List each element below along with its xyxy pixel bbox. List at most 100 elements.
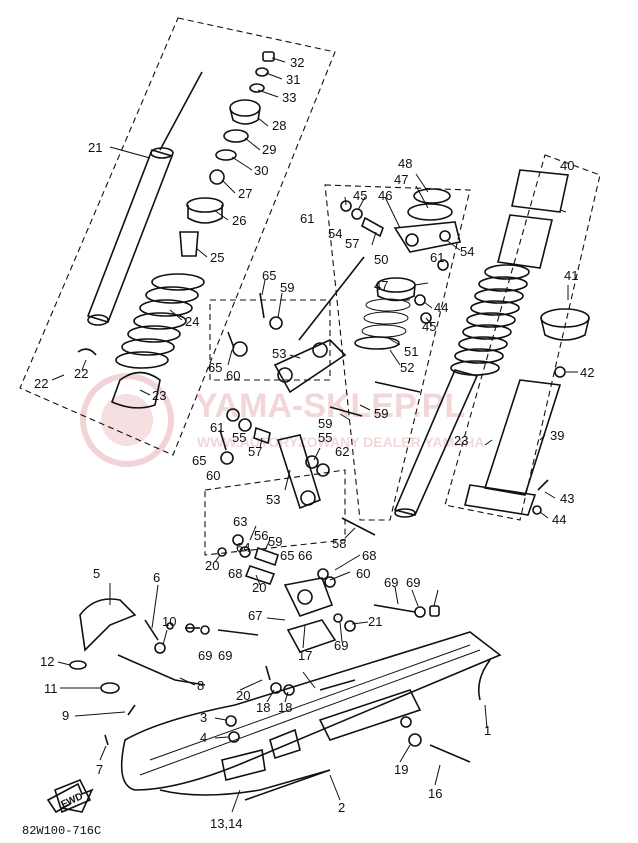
part-label: 48 — [398, 156, 412, 171]
part-label: 20 — [252, 580, 266, 595]
part-label: 69 — [198, 648, 212, 663]
part-label: 47 — [374, 278, 388, 293]
part-label: 55 — [318, 430, 332, 445]
part-label: 60 — [356, 566, 370, 581]
part-label: 18 — [256, 700, 270, 715]
part-label: 69 — [218, 648, 232, 663]
part-label: 58 — [332, 536, 346, 551]
part-label: 19 — [394, 762, 408, 777]
part-label: 53 — [272, 346, 286, 361]
diagram-code: 82W100-716C — [22, 824, 101, 838]
part-label: 64 — [236, 540, 250, 555]
part-label: 59 — [374, 406, 388, 421]
part-label: 22 — [74, 366, 88, 381]
part-label: 23 — [152, 388, 166, 403]
part-label: 16 — [428, 786, 442, 801]
part-label: 69 — [406, 575, 420, 590]
part-label: 59 — [268, 534, 282, 549]
part-label: 4 — [200, 730, 207, 745]
part-label: 12 — [40, 654, 54, 669]
part-label: 10 — [162, 614, 176, 629]
part-label: 1 — [484, 723, 491, 738]
part-label: 65 — [208, 360, 222, 375]
part-label: 65 — [192, 453, 206, 468]
part-label: 62 — [335, 444, 349, 459]
part-label: 30 — [254, 163, 268, 178]
part-label: 61 — [430, 250, 444, 265]
watermark: YAMA-SKLEP.PL WWW.AUTORYZOWANY DEALER YA… — [80, 373, 485, 467]
part-label: 13,14 — [210, 816, 243, 831]
part-label: 11 — [44, 681, 58, 696]
part-label: 32 — [290, 55, 304, 70]
part-label: 46 — [378, 188, 392, 203]
part-label: 33 — [282, 90, 296, 105]
part-label: 45 — [353, 188, 367, 203]
part-label: 55 — [232, 430, 246, 445]
part-label: 68 — [228, 566, 242, 581]
part-label: 23 — [454, 433, 468, 448]
part-label: 54 — [328, 226, 342, 241]
part-label: 18 — [278, 700, 292, 715]
part-label: 9 — [62, 708, 69, 723]
center-assembly — [217, 188, 461, 653]
part-label: 2 — [338, 800, 345, 815]
part-labels: 32 31 33 28 29 30 27 26 25 24 23 21 22 2… — [34, 55, 594, 831]
part-label: 65 — [280, 548, 294, 563]
part-label: 68 — [362, 548, 376, 563]
part-label: 61 — [300, 211, 314, 226]
part-label: 41 — [564, 268, 578, 283]
part-label: 28 — [272, 118, 286, 133]
part-label: 56 — [254, 528, 268, 543]
part-label: 65 — [262, 268, 276, 283]
part-label: 50 — [374, 252, 388, 267]
part-label: 69 — [334, 638, 348, 653]
part-label: 24 — [185, 314, 199, 329]
part-label: 57 — [345, 236, 359, 251]
right-shock-assembly — [393, 169, 590, 518]
ski-assembly — [54, 598, 502, 814]
part-label: 59 — [280, 280, 294, 295]
part-label: 26 — [232, 213, 246, 228]
part-label: 31 — [286, 72, 300, 87]
part-label: 45 — [422, 319, 436, 334]
part-label: 22 — [34, 376, 48, 391]
part-label: 52 — [400, 360, 414, 375]
part-label: 60 — [226, 368, 240, 383]
part-label: 3 — [200, 710, 207, 725]
part-label: 25 — [210, 250, 224, 265]
assembly-outlines — [19, 17, 601, 556]
part-label: 5 — [93, 566, 100, 581]
part-label: 8 — [197, 678, 204, 693]
part-label: 40 — [560, 158, 574, 173]
part-label: 63 — [233, 514, 247, 529]
part-label: 66 — [298, 548, 312, 563]
part-label: 6 — [153, 570, 160, 585]
part-label: 44 — [434, 300, 448, 315]
part-label: 27 — [238, 186, 252, 201]
part-label: 42 — [580, 365, 594, 380]
part-label: 47 — [394, 172, 408, 187]
part-label: 17 — [298, 648, 312, 663]
part-label: 69 — [384, 575, 398, 590]
left-shock-assembly — [77, 51, 275, 409]
part-label: 67 — [248, 608, 262, 623]
part-label: 54 — [460, 244, 474, 259]
part-label: 20 — [205, 558, 219, 573]
part-label: 60 — [206, 468, 220, 483]
part-label: 53 — [266, 492, 280, 507]
part-label: 21 — [88, 140, 102, 155]
part-label: 44 — [552, 512, 566, 527]
part-label: 61 — [210, 420, 224, 435]
part-label: 59 — [318, 416, 332, 431]
part-label: 43 — [560, 491, 574, 506]
part-label: 29 — [262, 142, 276, 157]
part-label: 7 — [96, 762, 103, 777]
fwd-arrow: FWD — [46, 782, 94, 814]
part-label: 20 — [236, 688, 250, 703]
part-label: 21 — [368, 614, 382, 629]
part-label: 57 — [248, 444, 262, 459]
part-label: 39 — [550, 428, 564, 443]
part-label: 51 — [404, 344, 418, 359]
leader-lines — [51, 57, 578, 813]
